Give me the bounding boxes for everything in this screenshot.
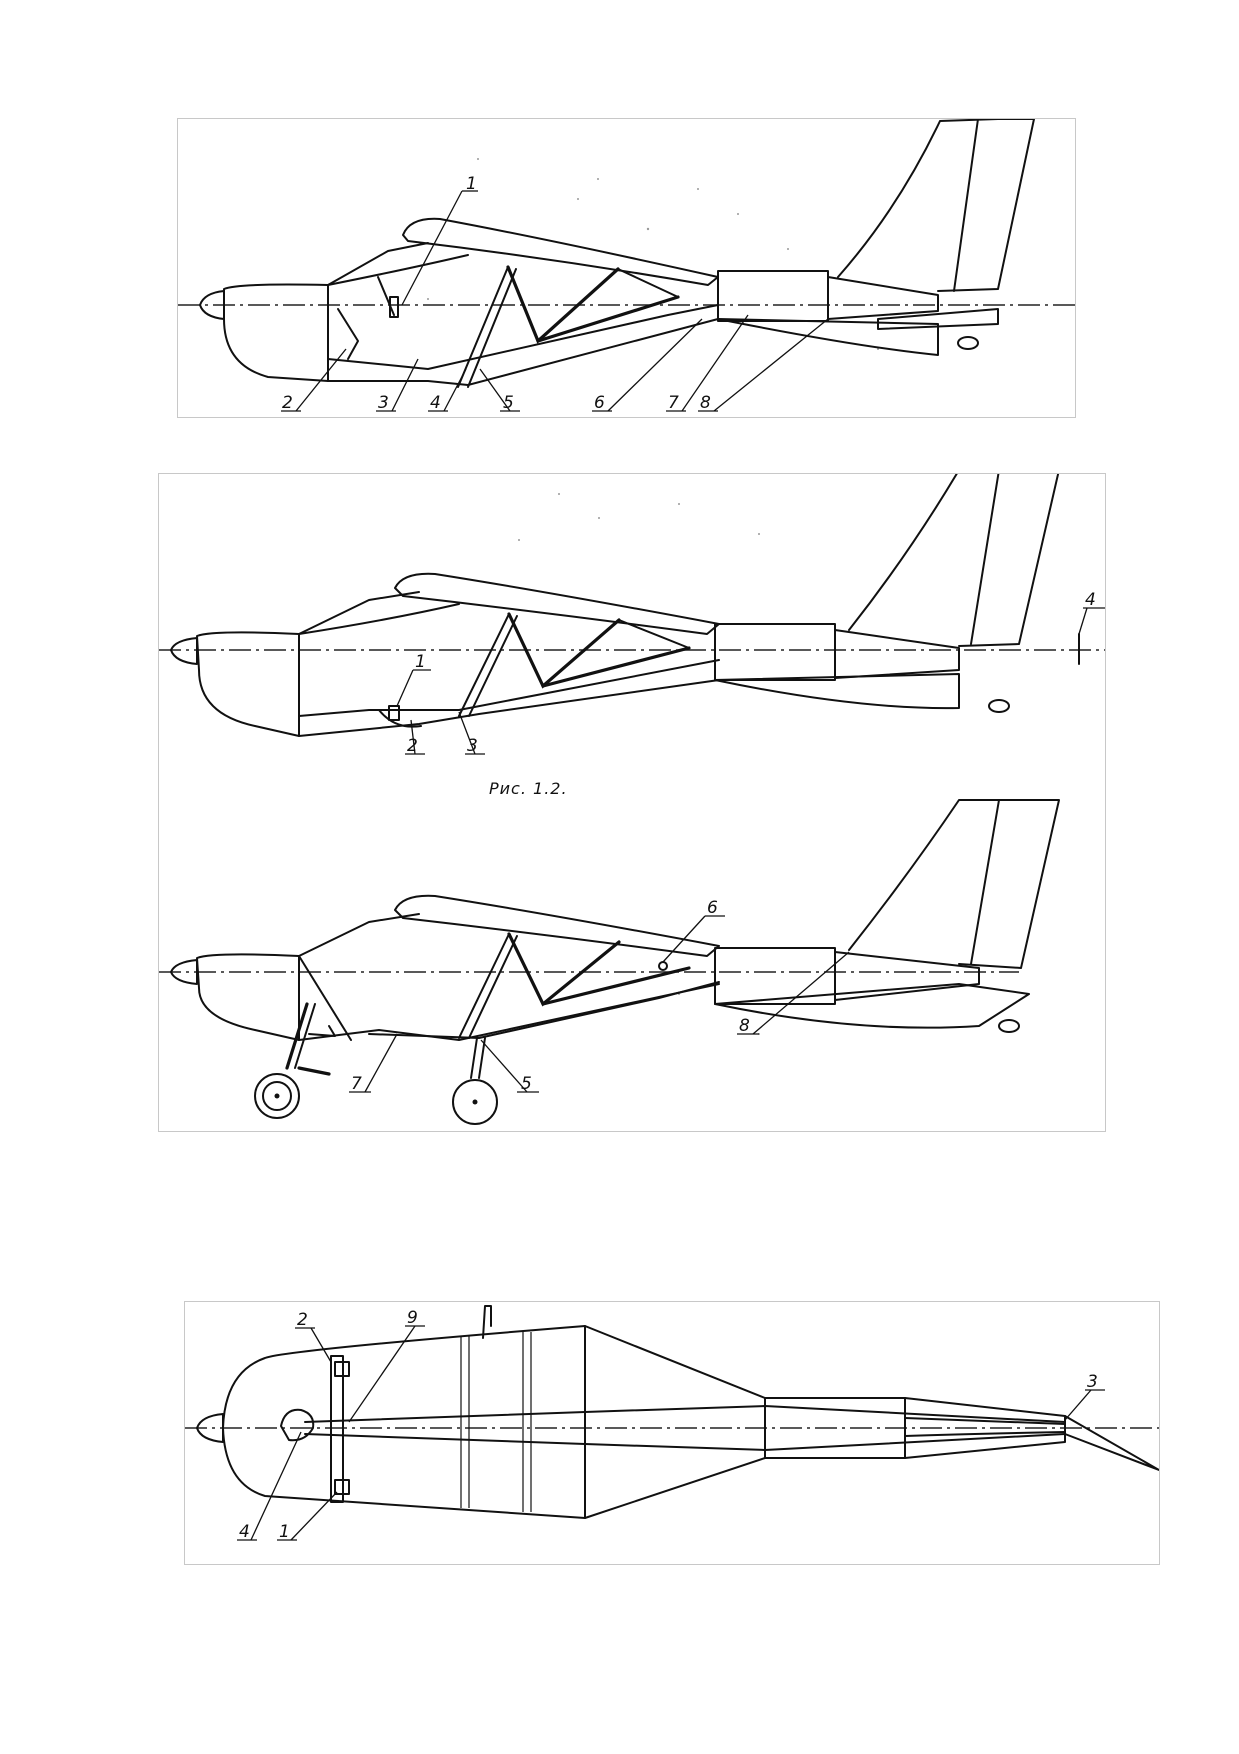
figure-1-lower-frame (327, 304, 719, 370)
figure-4-drawing: 2 9 3 4 1 (185, 1305, 1159, 1542)
figure-2-tail-wheel (988, 699, 1010, 713)
figure-2-wing (394, 572, 720, 635)
figure-4-callout-3: 3 (1087, 1372, 1098, 1392)
figure-1-tail-boom-joint (717, 270, 829, 322)
figure-4-callout-4: 4 (239, 1522, 250, 1542)
figure-1-callout-7: 7 (668, 393, 679, 413)
figure-1-callout-6: 6 (594, 393, 605, 413)
figure-1-callouts: 1 2 3 4 5 6 7 8 (281, 174, 829, 413)
figure-2-drawing: 1 2 3 4 (159, 474, 1105, 1125)
figure-3-tail-wheel (998, 1019, 1020, 1033)
figure-1-tail-fin (837, 119, 1035, 292)
figure-4-antenna (482, 1305, 492, 1339)
figure-3-callout-7: 7 (351, 1074, 362, 1094)
figure-2-callout-3: 3 (467, 736, 478, 756)
figure-4-callout-2: 2 (297, 1310, 308, 1330)
figure-3-nose-gear-leg (285, 1002, 309, 1070)
figure-4-callout-1: 1 (279, 1522, 290, 1542)
figure-4-callouts: 2 9 3 4 1 (237, 1308, 1105, 1542)
figure-2-callouts: 1 2 3 4 (396, 590, 1105, 756)
figure-2-callout-4: 4 (1085, 590, 1096, 610)
figure-3-main-wheel (452, 1079, 498, 1125)
figure-1-drawing: 1 2 3 4 5 6 7 8 (178, 119, 1075, 413)
figure-4-control-frame (330, 1355, 344, 1503)
figure-3-fitting (658, 961, 668, 971)
figure-1-side-view-panel: 1 2 3 4 5 6 7 8 (177, 118, 1076, 418)
figure-4-stick-head (280, 1408, 315, 1442)
figure-3-tail-fin (848, 799, 1060, 969)
figure-3-cowling (196, 953, 300, 1041)
figure-2-spinner (170, 637, 198, 665)
figure-1-callout-4: 4 (430, 393, 441, 413)
figure-1-stabilizer (877, 308, 999, 330)
figure-1-wing (402, 217, 719, 286)
figure-4-fuselage-taper (584, 1325, 906, 1519)
figure-4-tail-boom (904, 1397, 1066, 1459)
figure-1-callout-1: 1 (466, 174, 477, 194)
figure-3-callouts: 5 6 7 8 (349, 898, 850, 1094)
figure-3-nose-wheel (254, 1073, 300, 1119)
figure-1-callout-5: 5 (503, 393, 514, 413)
figure-2-tail-boom-joint (714, 623, 836, 681)
figure-1-callout-2: 2 (282, 393, 293, 413)
figure-4-top-view-panel: 2 9 3 4 1 (184, 1301, 1160, 1565)
figure-1-callout-8: 8 (700, 393, 711, 413)
figure-4-rudder (1064, 1415, 1159, 1471)
figure-2-tail-fin (848, 474, 1060, 647)
figure-2-pedal (388, 705, 400, 721)
figure-3-callout-8: 8 (739, 1016, 750, 1036)
figure-4-fuselage-front (222, 1325, 586, 1519)
figure-1-callout-3: 3 (378, 393, 389, 413)
figure-1-cowling (223, 283, 329, 382)
figure-4-callout-9: 9 (407, 1308, 418, 1328)
figure-2-cowling (196, 631, 300, 737)
figure-1-windshield (327, 242, 429, 286)
figure-2-side-views-panel: 1 2 3 4 (158, 473, 1106, 1132)
figure-3-wing (394, 894, 720, 957)
figure-1-specks (427, 158, 879, 350)
figure-caption: Рис. 1.2. (489, 779, 568, 798)
figure-3-callout-5: 5 (521, 1074, 532, 1094)
figure-2-callout-2: 2 (407, 736, 418, 756)
figure-1-tail-boom (827, 276, 939, 320)
figure-3-tail-boom-joint (714, 947, 836, 1005)
figure-2-specks (518, 493, 760, 1035)
figure-1-strut (457, 266, 509, 388)
figure-3-main-gear-leg (470, 1037, 478, 1079)
figure-1-tail-wheel (957, 336, 979, 350)
figure-1-control-stick (389, 296, 399, 318)
figure-3-callout-6: 6 (707, 898, 718, 918)
figure-3-truss (507, 932, 621, 1007)
figure-2-callout-1: 1 (415, 652, 426, 672)
